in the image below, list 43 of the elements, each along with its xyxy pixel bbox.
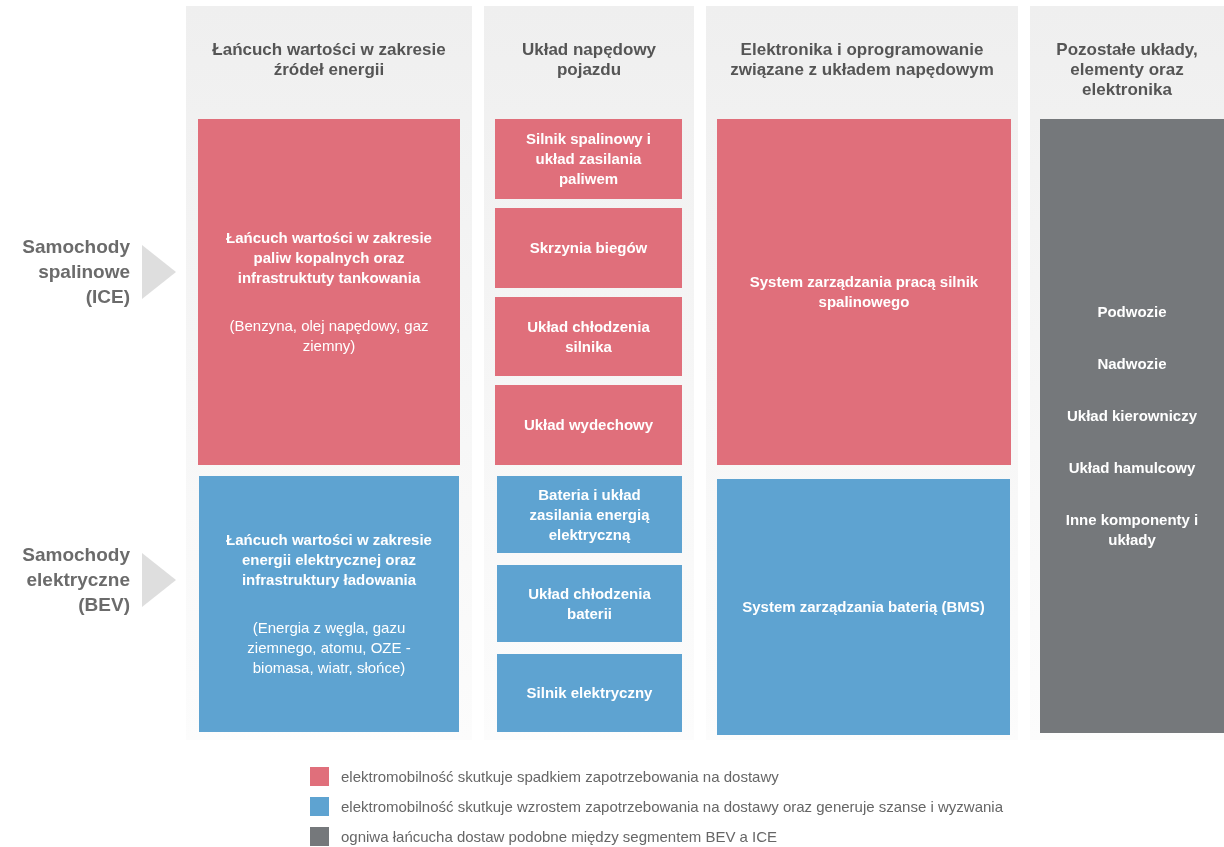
box-note: (Benzyna, olej napędowy, gaz ziemny) bbox=[228, 316, 430, 356]
box-title: Nadwozie bbox=[1097, 354, 1167, 374]
category-box bbox=[495, 208, 682, 288]
box-title: Podwozie bbox=[1097, 302, 1167, 322]
legend-text: elektromobilność skutkuje wzrostem zapotrzebowania na dostawy oraz generuje szanse i wyzwania bbox=[341, 798, 1003, 815]
box-title: Silnik elektryczny bbox=[526, 683, 653, 703]
category-box bbox=[1040, 119, 1224, 733]
category-box bbox=[199, 476, 459, 732]
category-box bbox=[198, 119, 460, 465]
column-heading: Pozostałe układy, elementy oraz elektronika bbox=[1055, 40, 1199, 100]
box-title: Układ chłodzenia silnika bbox=[526, 316, 651, 357]
column-heading: Elektronika i oprogramowanie związane z układem napędowym bbox=[729, 40, 995, 80]
column-panel bbox=[186, 6, 472, 740]
box-title: Bateria i układ zasilania energią elektryczną bbox=[528, 484, 651, 545]
category-box bbox=[717, 479, 1010, 735]
category-box bbox=[495, 385, 682, 465]
category-box bbox=[495, 297, 682, 376]
box-note: (Energia z węgla, gazu ziemnego, atomu, OZE - biomasa, wiatr, słońce) bbox=[246, 618, 412, 678]
box-title: Inne komponenty i układy bbox=[1064, 510, 1200, 550]
row-label: Samochody elektryczne (BEV) bbox=[21, 543, 130, 617]
category-box bbox=[497, 476, 682, 553]
box-title: System zarządzania baterią (BMS) bbox=[742, 597, 985, 617]
box-title: Łańcuch wartości w zakresie energii elektrycznej oraz infrastruktury ładowania bbox=[225, 530, 433, 590]
box-title: Układ wydechowy bbox=[523, 415, 654, 435]
column-heading: Łańcuch wartości w zakresie źródeł energii bbox=[211, 40, 447, 80]
category-box bbox=[497, 654, 682, 732]
category-box bbox=[495, 119, 682, 199]
column-panel bbox=[484, 6, 694, 740]
box-title: System zarządzania pracą silnik spalinowego bbox=[748, 272, 980, 312]
column-heading: Układ napędowy pojazdu bbox=[520, 40, 658, 80]
box-title: Układ hamulcowy bbox=[1068, 458, 1196, 478]
category-box bbox=[497, 565, 682, 642]
row-label: Samochody spalinowe (ICE) bbox=[21, 235, 130, 309]
column-panel bbox=[1030, 6, 1224, 740]
box-title: Skrzynia biegów bbox=[529, 238, 648, 258]
legend-text: ogniwa łańcucha dostaw podobne między segmentem BEV a ICE bbox=[341, 828, 778, 845]
box-title: Łańcuch wartości w zakresie paliw kopalnych oraz infrastruktuty tankowania bbox=[225, 228, 433, 288]
box-title: Układ chłodzenia baterii bbox=[527, 583, 652, 624]
box-title: Układ kierowniczy bbox=[1066, 406, 1198, 426]
category-box bbox=[717, 119, 1011, 465]
box-title: Silnik spalinowy i układ zasilania paliwem bbox=[524, 129, 652, 189]
legend-text: elektromobilność skutkuje spadkiem zapotrzebowania na dostawy bbox=[341, 768, 779, 785]
column-panel bbox=[706, 6, 1018, 740]
